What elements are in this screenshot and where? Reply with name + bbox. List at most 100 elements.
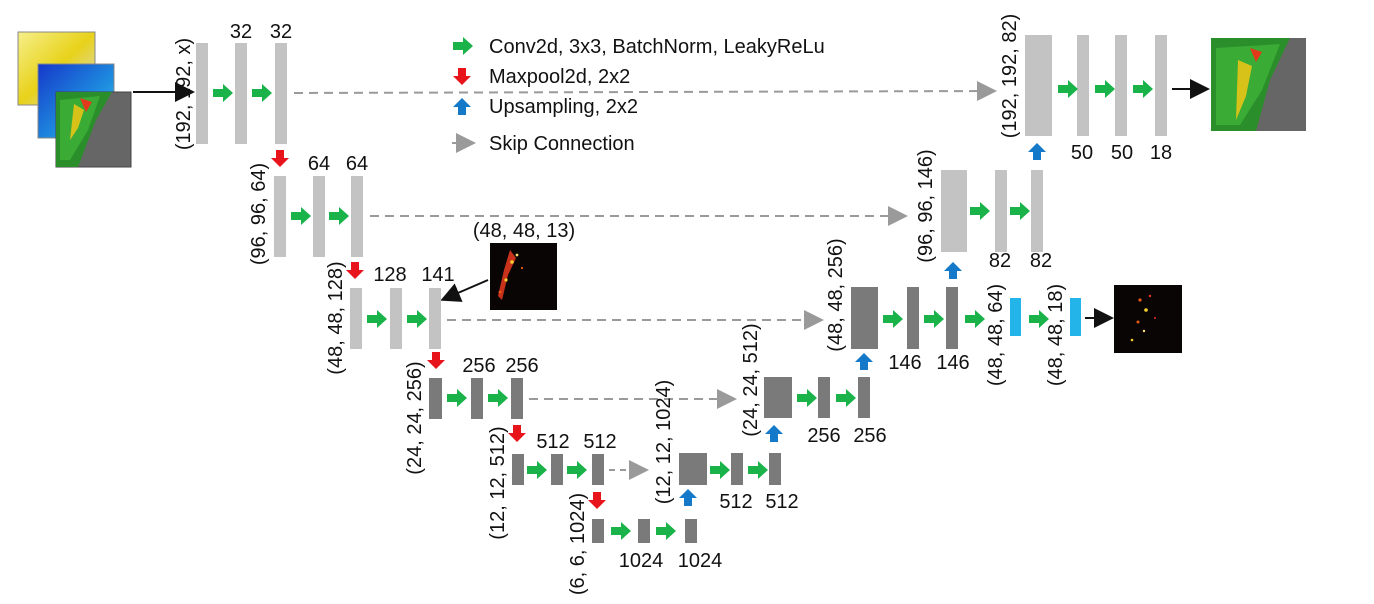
feature-block-enc2-in xyxy=(274,176,286,257)
conv-arrow-icon xyxy=(567,461,587,479)
feature-block-dec3-a xyxy=(907,287,919,349)
feature-block-enc5-b xyxy=(592,454,604,485)
feature-block-enc3-b xyxy=(429,288,441,349)
shape-label: (24, 24, 512) xyxy=(740,323,762,436)
intermediate-pointer-arrow xyxy=(440,279,489,302)
channel-label: 82 xyxy=(989,250,1011,272)
feature-block-enc2-a xyxy=(313,176,325,257)
feature-block-dec1-in xyxy=(1025,35,1052,136)
legend-conv-arrow-icon xyxy=(453,37,473,55)
skip-connection xyxy=(293,81,997,102)
output-image-dark xyxy=(1114,285,1182,353)
upsampling-arrow-icon xyxy=(1028,143,1046,160)
channel-label: 256 xyxy=(505,355,538,377)
feature-block-enc4-b xyxy=(511,378,523,419)
maxpool-arrow-icon xyxy=(588,492,606,509)
channel-label: 141 xyxy=(421,264,454,286)
channel-label: 64 xyxy=(308,153,330,175)
shape-labels: (192, 192, x) (96, 96, 64) (48, 48, 128)… xyxy=(173,14,1067,595)
feature-block-enc1-a xyxy=(235,43,247,144)
conv-arrow-icon xyxy=(213,84,233,102)
feature-block-dec1-b xyxy=(1115,35,1127,136)
conv-arrow-icon xyxy=(970,202,990,220)
feature-block-dec4-b xyxy=(858,377,870,418)
feature-block-enc6-b xyxy=(685,519,697,543)
conv-arrow-icon xyxy=(453,37,473,55)
channel-label: 512 xyxy=(536,431,569,453)
feature-block-dec2-in xyxy=(941,170,967,252)
channel-label: 1024 xyxy=(619,550,664,572)
upsampling-arrow-icon xyxy=(944,262,962,279)
feature-block-enc4-in xyxy=(429,378,442,419)
maxpool-arrow-icon xyxy=(271,150,289,167)
conv-arrow-icon xyxy=(407,310,427,328)
legend-upsampling-arrow-icon xyxy=(453,98,471,115)
feature-blocks xyxy=(196,35,1167,543)
conv-arrow-icon xyxy=(656,522,676,540)
shape-label: (24, 24, 256) xyxy=(404,361,426,474)
shape-label: (48, 48, 64) xyxy=(985,284,1007,386)
feature-block-enc6-a xyxy=(638,519,650,543)
feature-block-enc5-in xyxy=(512,454,524,485)
feature-block-enc1-in xyxy=(196,43,208,144)
maxpool-arrow-icon xyxy=(346,262,364,279)
feature-block-enc2-b xyxy=(351,176,363,257)
channel-label: 512 xyxy=(765,491,798,513)
shape-label: (96, 96, 64) xyxy=(248,163,270,265)
feature-block-dec3-c xyxy=(1010,298,1021,336)
upsampling-arrow-icon xyxy=(855,353,873,370)
channel-label: 512 xyxy=(719,491,752,513)
shape-label: (48, 48, 18) xyxy=(1045,284,1067,386)
feature-block-dec2-b xyxy=(1031,170,1043,252)
maxpool-arrows xyxy=(271,150,606,509)
skip-connections xyxy=(293,81,997,480)
intermediate-image xyxy=(490,243,557,310)
channel-label: 146 xyxy=(888,352,921,374)
feature-block-dec4-in xyxy=(764,377,792,418)
channel-label: 256 xyxy=(807,425,840,447)
shape-label: (48, 48, 256) xyxy=(825,238,847,351)
channel-label: 50 xyxy=(1111,142,1133,164)
shape-label: (48, 48, 128) xyxy=(325,261,347,374)
legend-conv-label: Conv2d, 3x3, BatchNorm, LeakyReLu xyxy=(489,36,825,58)
feature-block-dec3-in xyxy=(851,287,878,349)
conv-arrow-icon xyxy=(836,389,856,407)
feature-block-dec2-a xyxy=(995,170,1007,252)
channel-label: 50 xyxy=(1071,142,1093,164)
maxpool-arrow-icon xyxy=(427,352,445,369)
conv-arrow-icon xyxy=(291,207,311,225)
input-image-radar xyxy=(55,91,132,168)
conv-arrow-icon xyxy=(710,461,730,479)
channel-label: 32 xyxy=(270,21,292,43)
feature-block-dec3-d xyxy=(1070,298,1081,336)
shape-label: (192, 192, x) xyxy=(173,38,195,150)
channel-label: 146 xyxy=(936,352,969,374)
channel-label: 512 xyxy=(583,431,616,453)
conv-arrow-icon xyxy=(329,207,349,225)
maxpool-arrow-icon xyxy=(508,425,526,442)
feature-block-enc5-a xyxy=(551,454,563,485)
legend-upsampling-label: Upsampling, 2x2 xyxy=(489,96,638,118)
conv-arrow-icon xyxy=(611,522,631,540)
conv-arrow-icon xyxy=(1095,80,1115,98)
upsampling-arrow-icon xyxy=(453,98,471,115)
feature-block-dec5-b xyxy=(769,453,781,485)
upsampling-arrow-icon xyxy=(765,425,783,442)
conv-arrow-icon xyxy=(367,310,387,328)
channel-label: 32 xyxy=(230,21,252,43)
conv-arrow-icon xyxy=(883,310,903,328)
conv-arrow-icon xyxy=(1029,310,1049,328)
feature-block-enc6-in xyxy=(592,519,604,543)
conv-arrow-icon xyxy=(1010,202,1030,220)
channel-labels: 32 32 64 64 128 141 256 256 512 512 1024… xyxy=(230,21,1172,572)
shape-label: (12, 12, 512) xyxy=(487,426,509,539)
legend-maxpool-label: Maxpool2d, 2x2 xyxy=(489,66,630,88)
feature-block-enc3-in xyxy=(350,288,362,349)
feature-block-dec5-a xyxy=(731,453,743,485)
feature-block-dec5-in xyxy=(679,453,707,485)
shape-label: (6, 6, 1024) xyxy=(567,493,589,595)
feature-block-dec3-b xyxy=(946,287,958,349)
input-images xyxy=(17,31,132,168)
upsampling-arrows xyxy=(679,143,1046,506)
